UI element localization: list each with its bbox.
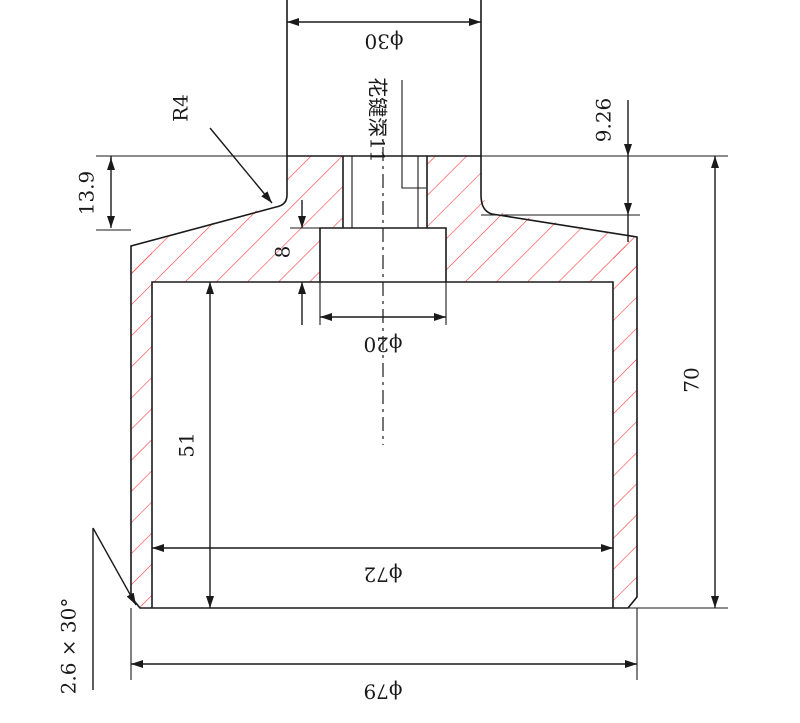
dim-cavity-diameter: ϕ72 (152, 544, 613, 587)
overall-height-label: 70 (680, 367, 704, 392)
dim-cavity-depth: 51 (175, 282, 214, 608)
left-wall-section (131, 246, 152, 608)
spline-leader (401, 80, 426, 189)
outer-diameter-label: ϕ79 (363, 680, 402, 704)
top-bore-diameter-label: ϕ30 (364, 30, 403, 54)
cavity-depth-label: 51 (175, 432, 199, 457)
counterbore-diameter-label: ϕ20 (363, 333, 402, 357)
roof-right-section (427, 156, 637, 282)
roof-left-section (131, 156, 343, 282)
dim-outer-diameter: ϕ79 (130, 608, 638, 704)
dim-top-step: 9.26 (481, 98, 640, 242)
fillet-radius-label: R4 (169, 94, 193, 122)
spline-note: 花键深11 (366, 77, 390, 162)
dim-shoulder: 13.9 (75, 156, 131, 231)
top-step-height-label: 9.26 (592, 98, 616, 143)
cavity-diameter-label: ϕ72 (363, 563, 402, 587)
section-hatching (131, 156, 637, 608)
dim-chamfer: 2.6 × 30° (57, 527, 137, 695)
dim-counterbore-diameter: ϕ20 (319, 282, 447, 357)
counterbore-depth-label: 8 (271, 246, 295, 259)
dim-fillet: R4 (169, 94, 273, 204)
shoulder-height-label: 13.9 (75, 171, 99, 216)
right-wall-section (613, 246, 637, 608)
dim-top-bore: ϕ30 (287, 18, 481, 54)
dim-counterbore-depth: 8 (271, 200, 320, 325)
dim-overall-height: 70 (680, 156, 719, 608)
chamfer-label: 2.6 × 30° (57, 598, 81, 695)
